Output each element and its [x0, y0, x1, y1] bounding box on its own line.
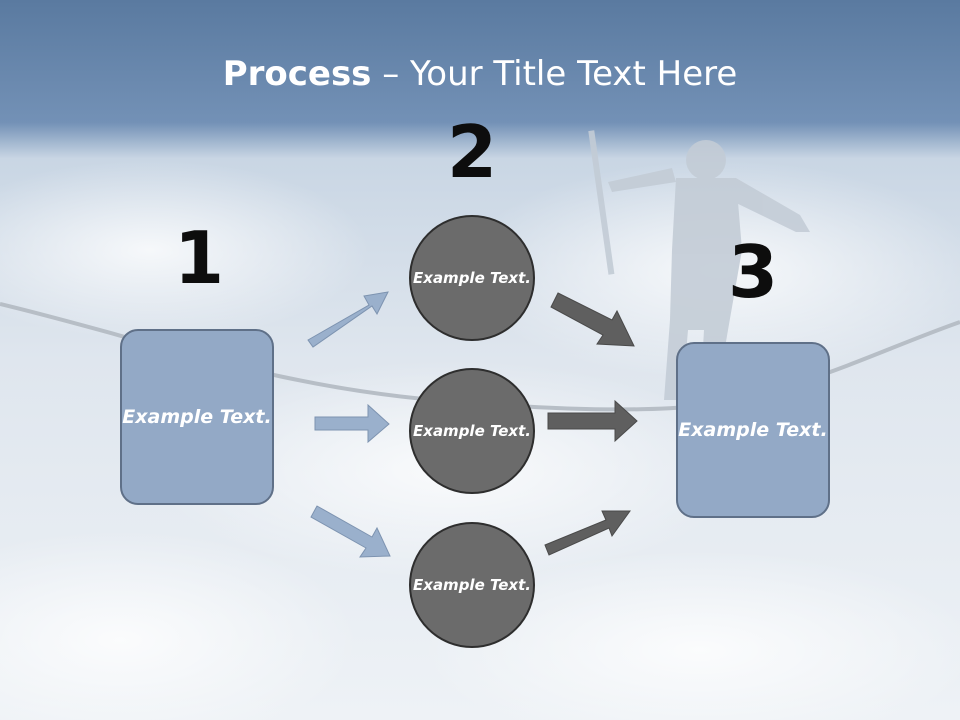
dark-arrows — [544, 292, 638, 556]
arrow-to-circle-1 — [307, 291, 389, 348]
title-rest: – Your Title Text Here — [371, 54, 738, 94]
step-3-text: Example Text. — [678, 418, 828, 441]
step-number-3: 3 — [727, 230, 779, 314]
title-bold: Process — [222, 54, 372, 94]
circle-2: Example Text. — [409, 368, 535, 494]
light-arrows — [307, 291, 391, 558]
circle-2-text: Example Text. — [413, 421, 531, 440]
step-number-1: 1 — [173, 216, 225, 300]
step-1-box: Example Text. — [120, 329, 274, 505]
arrow-from-circle-1 — [550, 292, 635, 347]
arrow-from-circle-3 — [544, 510, 631, 556]
slide-title: Process – Your Title Text Here — [0, 52, 960, 96]
step-number-2: 2 — [446, 110, 498, 194]
arrow-to-circle-2 — [314, 403, 390, 444]
circle-1: Example Text. — [409, 215, 535, 341]
arrow-from-circle-2 — [547, 399, 638, 443]
step-1-text: Example Text. — [122, 405, 272, 428]
circle-3: Example Text. — [409, 522, 535, 648]
arrow-to-circle-3 — [310, 505, 391, 558]
circle-1-text: Example Text. — [413, 268, 531, 287]
step-3-box: Example Text. — [676, 342, 830, 518]
circle-3-text: Example Text. — [413, 575, 531, 594]
